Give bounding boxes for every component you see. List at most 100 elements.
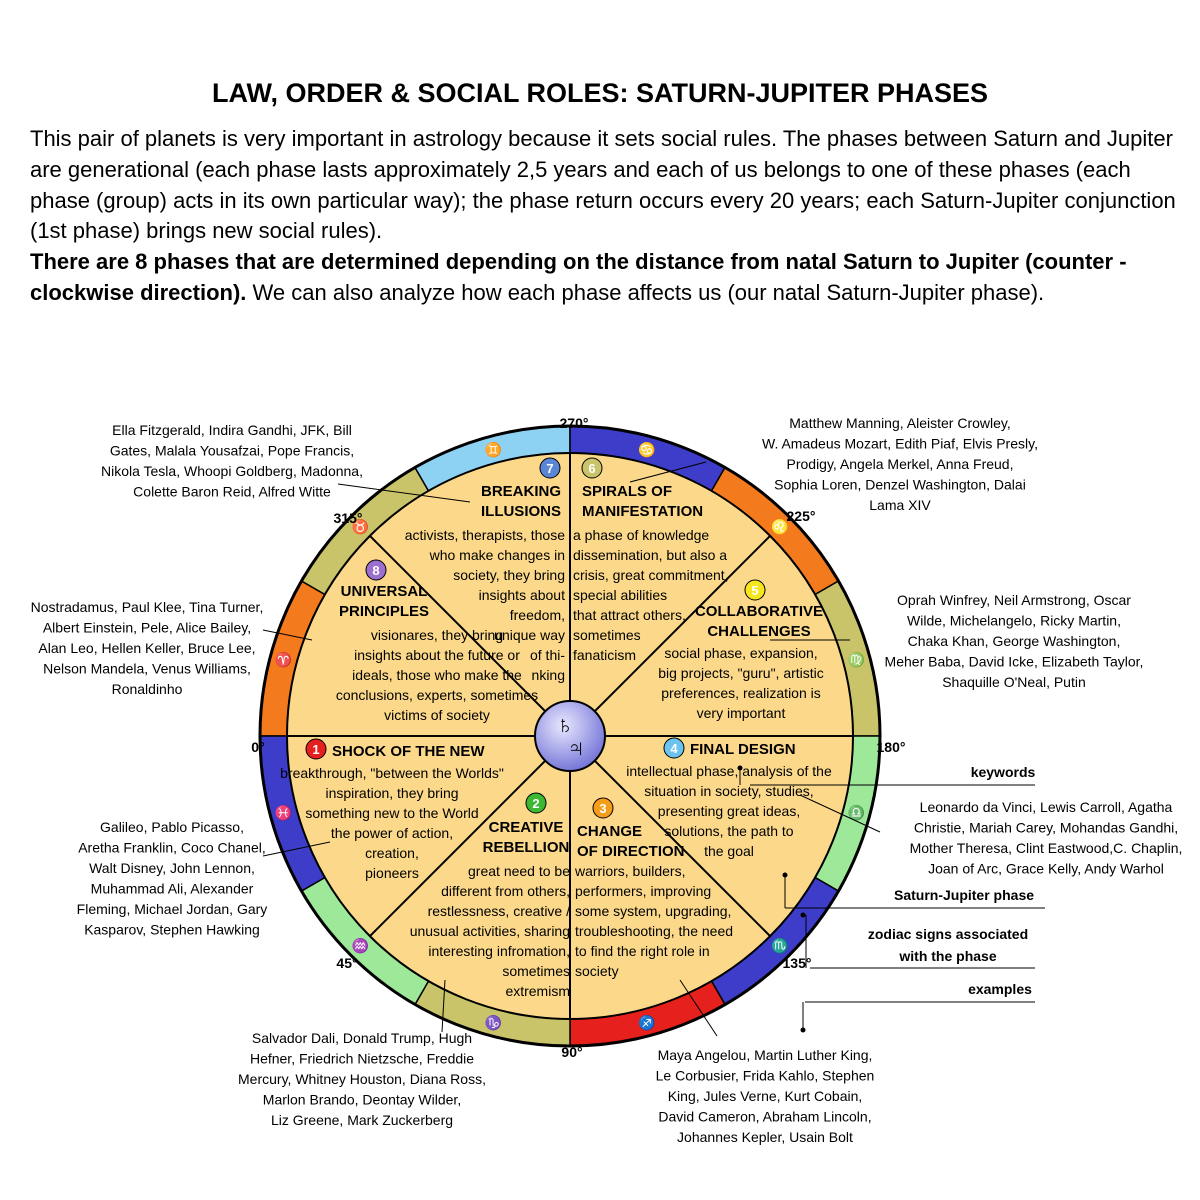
- phase-3-examples-line-5: Johannes Kepler, Usain Bolt: [677, 1129, 853, 1145]
- phase-6-keywords-line-7: fanaticism: [573, 647, 636, 663]
- phase-number-badge-5: [744, 579, 766, 601]
- phase-number-2: 2: [532, 796, 539, 811]
- phase-3-keywords-line-1: warriors, builders,: [574, 863, 685, 879]
- phase-6-examples-line-1: Matthew Manning, Aleister Crowley,: [789, 415, 1011, 431]
- phase-1-examples-pointer: [262, 841, 331, 857]
- degree-label-315: 315°: [334, 510, 363, 526]
- phase-8-examples-pointer: [262, 629, 313, 641]
- zodiac-sign-glyph-2: ♉: [352, 518, 369, 535]
- degree-label-225: 225°: [787, 508, 816, 524]
- phase-8-examples-line-5: Ronaldinho: [112, 681, 183, 697]
- phase-8-keywords-line-1: visionares, they bring: [371, 627, 503, 643]
- zodiac-sign-glyph-1: ♈: [275, 651, 292, 668]
- phase-6-examples-line-3: Prodigy, Angela Merkel, Anna Freud,: [787, 456, 1014, 472]
- phase-7-keywords-line-6: unique way: [494, 627, 565, 643]
- phase-divider-line: [369, 760, 546, 937]
- phase-3-keywords-line-4: troubleshooting, the need: [575, 923, 733, 939]
- phase-1-keywords-line-3: something new to the World: [305, 805, 478, 821]
- degree-label-135: 135°: [783, 955, 812, 971]
- phase-3-examples-line-4: David Cameron, Abraham Lincoln,: [658, 1109, 871, 1125]
- phase-divider-line: [594, 760, 771, 937]
- phase-number-4: 4: [670, 741, 678, 756]
- phase-number-8: 8: [372, 563, 379, 578]
- phase-7-examples-line-3: Nikola Tesla, Whoopi Goldberg, Madonna,: [101, 463, 363, 479]
- phase-8-keywords-line-4: conclusions, experts, sometimes: [336, 687, 538, 703]
- phase-1-keywords-line-4: the power of action,: [331, 825, 453, 841]
- phase-3-keywords-line-3: some system, upgrading,: [575, 903, 731, 919]
- degree-label-180: 180°: [877, 739, 906, 755]
- intro-paragraph-2: There are 8 phases that are determined d…: [30, 247, 1180, 309]
- phase-5-examples-line-3: Chaka Khan, George Washington,: [908, 633, 1121, 649]
- intro-rest-text: We can also analyze how each phase affec…: [246, 279, 1045, 305]
- phase-4-examples-line-4: Joan of Arc, Grace Kelly, Andy Warhol: [928, 861, 1164, 877]
- phase-number-badge-7: [539, 457, 561, 479]
- phase-6-keywords-line-6: sometimes: [573, 627, 641, 643]
- degree-label-90: 90°: [561, 1044, 582, 1060]
- jupiter-glyph: ♃: [567, 735, 585, 762]
- phase-3-keywords-line-5: to find the right role in: [575, 943, 710, 959]
- phase-6-keywords-line-1: a phase of knowledge: [573, 527, 709, 543]
- phase-7-examples-line-2: Gates, Malala Yousafzai, Pope Francis,: [110, 443, 354, 459]
- phase-7-keywords-line-8: nking: [532, 667, 565, 683]
- phase-4-keywords-line-4: solutions, the path to: [664, 823, 793, 839]
- zodiac-sign-glyph-6: ♍: [848, 651, 865, 668]
- phase-4-keywords-line-3: presenting great ideas,: [658, 803, 800, 819]
- phase-7-examples-line-4: Colette Baron Reid, Alfred Witte: [133, 484, 331, 500]
- phase-7-keywords-line-5: freedom,: [510, 607, 565, 623]
- phase-5-keywords-line-2: big projects, "guru", artistic: [658, 665, 824, 681]
- phase-3-examples-pointer: [679, 979, 718, 1037]
- phase-1-keywords-line-5: creation,: [365, 845, 419, 861]
- phase-2-keywords-line-3: restlessness, creative /: [428, 903, 570, 919]
- saturn-glyph: ♄: [556, 712, 574, 739]
- phase-7-keywords-line-2: who make changes in: [429, 547, 565, 563]
- legend-keywords-label: keywords: [971, 764, 1036, 780]
- phase-8-examples-line-2: Albert Einstein, Pele, Alice Bailey,: [43, 620, 251, 636]
- center-saturn-jupiter-circle: [534, 700, 606, 772]
- phase-3-examples-line-2: Le Corbusier, Frida Kahlo, Stephen: [656, 1068, 875, 1084]
- legend-zodiac-label-line-2: with the phase: [898, 948, 996, 964]
- phase-4-examples-line-3: Mother Theresa, Clint Eastwood,C. Chapli…: [910, 840, 1183, 856]
- zodiac-sign-glyph-5: ♌: [771, 518, 788, 535]
- legend-phase-dot: [782, 872, 788, 878]
- phase-1-keywords-line-1: breakthrough, "between the Worlds": [280, 765, 504, 781]
- phase-6-keywords-line-5: that attract others,: [573, 607, 686, 623]
- phase-8-title-line-2: PRINCIPLES: [339, 603, 429, 620]
- phase-2-keywords-line-5: interesting infromation,: [428, 943, 570, 959]
- phase-divider-line: [369, 535, 546, 712]
- zodiac-sign-glyph-10: ♑: [485, 1014, 502, 1031]
- phase-1-keywords-line-6: pioneers: [365, 865, 419, 881]
- phase-6-keywords-line-4: special abilities: [573, 587, 667, 603]
- phase-6-examples-pointer: [629, 461, 707, 483]
- phase-8-examples-line-3: Alan Leo, Hellen Keller, Bruce Lee,: [38, 640, 255, 656]
- phase-8-keywords-line-3: ideals, those who make the: [352, 667, 522, 683]
- legend-zodiac-label-line-1: zodiac signs associated: [868, 926, 1028, 942]
- phase-4-keywords-line-5: the goal: [704, 843, 754, 859]
- zodiac-sign-glyph-12: ♓: [275, 805, 292, 822]
- phase-3-title-line-1: CHANGE: [577, 823, 642, 840]
- phase-6-examples-line-4: Sophia Loren, Denzel Washington, Dalai: [774, 477, 1026, 493]
- phase-2-examples-pointer: [441, 979, 446, 1033]
- phase-6-title-line-2: MANIFESTATION: [582, 503, 703, 520]
- intro-paragraph-1: This pair of planets is very important i…: [30, 126, 1176, 244]
- phase-6-keywords-line-3: crisis, great commitment,: [573, 567, 729, 583]
- phase-number-5: 5: [751, 583, 758, 598]
- phase-8-keywords-line-2: insights about the future or: [354, 647, 520, 663]
- phase-3-keywords-line-2: performers, improving: [575, 883, 711, 899]
- phase-2-keywords-line-1: great need to be: [468, 863, 570, 879]
- phase-7-keywords-line-3: society, they bring: [453, 567, 565, 583]
- phase-number-badge-8: [365, 559, 387, 581]
- phase-number-badge-6: [581, 457, 603, 479]
- phase-4-examples-line-1: Leonardo da Vinci, Lewis Carroll, Agatha: [920, 799, 1173, 815]
- phase-7-title-line-1: BREAKING: [481, 483, 561, 500]
- legend-examples-label: examples: [968, 981, 1032, 997]
- phase-1-examples-line-2: Aretha Franklin, Coco Chanel,: [78, 840, 266, 856]
- degree-label-0: 0°: [251, 739, 264, 755]
- phase-6-examples-line-5: Lama XIV: [869, 497, 931, 513]
- intro-text: This pair of planets is very important i…: [30, 124, 1180, 309]
- phase-1-examples-line-6: Kasparov, Stephen Hawking: [84, 922, 260, 938]
- phase-6-title-line-1: SPIRALS OF: [582, 483, 672, 500]
- phase-7-title-line-2: ILLUSIONS: [481, 503, 561, 520]
- phase-2-keywords-line-7: extremism: [505, 983, 570, 999]
- phase-number-badge-2: [525, 792, 547, 814]
- phase-3-title-line-2: OF DIRECTION: [577, 843, 685, 860]
